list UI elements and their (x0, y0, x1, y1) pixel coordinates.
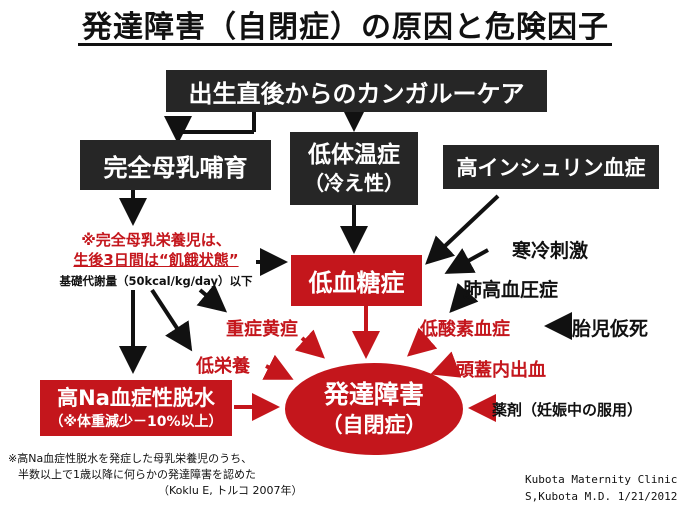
arrow-bmr-to-malnutrition (150, 288, 193, 352)
starvation-note: ※完全母乳栄養児は、 生後3日間は“飢餓状態” (73, 231, 239, 270)
box-hypothermia: 低体温症 （冷え性） (290, 132, 418, 205)
developmental-disorder-ellipse: 発達障害 （自閉症） (285, 363, 463, 455)
label-drugs: 薬剤（妊娠中の服用） (492, 401, 643, 419)
arrow-hemorrhage-to-developmental (430, 351, 462, 378)
bmr-note: 基礎代謝量（50kcal/kg/day）以下 (59, 274, 253, 288)
label-intracranial-hemorrhage: 頭蓋内出血 (456, 360, 546, 381)
arrow-hyperinsulinemia-to-hypoglycemia (425, 194, 500, 265)
label-hypoxemia: 低酸素血症 (420, 319, 510, 340)
arrow-malnutrition-to-developmental (262, 354, 294, 380)
arrow-bmr-to-jaundice (196, 283, 228, 313)
arrow-cold-to-hypoglycemia (444, 248, 489, 274)
diagram-title: 発達障害（自閉症）の原因と危険因子 (82, 10, 609, 45)
title-underline (78, 43, 612, 46)
box-hyperinsulinemia: 高インシュリン血症 (443, 145, 659, 189)
box-kangaroo-care: 出生直後からのカンガルーケア (166, 70, 547, 112)
label-malnutrition: 低栄養 (196, 356, 250, 377)
box-hypernatremic-dehydration: 高Na血症性脱水 （※体重減少－10%以上） (40, 380, 232, 436)
arrow-hypoxemia-to-developmental (407, 327, 438, 357)
box-exclusive-breastfeeding: 完全母乳哺育 (80, 140, 271, 190)
label-fetal-asphyxia: 胎児仮死 (572, 318, 649, 340)
box-hypoglycemia: 低血糖症 (291, 255, 422, 306)
label-pulmonary-hypertension: 肺高血圧症 (463, 279, 559, 301)
label-cold-stimulus: 寒冷刺激 (512, 240, 589, 262)
label-severe-jaundice: 重症黄疸 (226, 319, 298, 340)
arrow-jaundice-to-developmental (294, 329, 325, 359)
footnote: ※高Na血症性脱水を発症した母乳栄養児のうち、 半数以上で1歳以降に何らかの発達… (8, 452, 303, 497)
credit: Kubota Maternity Clinic S,Kubota M.D. 1/… (525, 473, 678, 503)
arrow-pulmonary-to-hypoxemia (449, 282, 479, 313)
